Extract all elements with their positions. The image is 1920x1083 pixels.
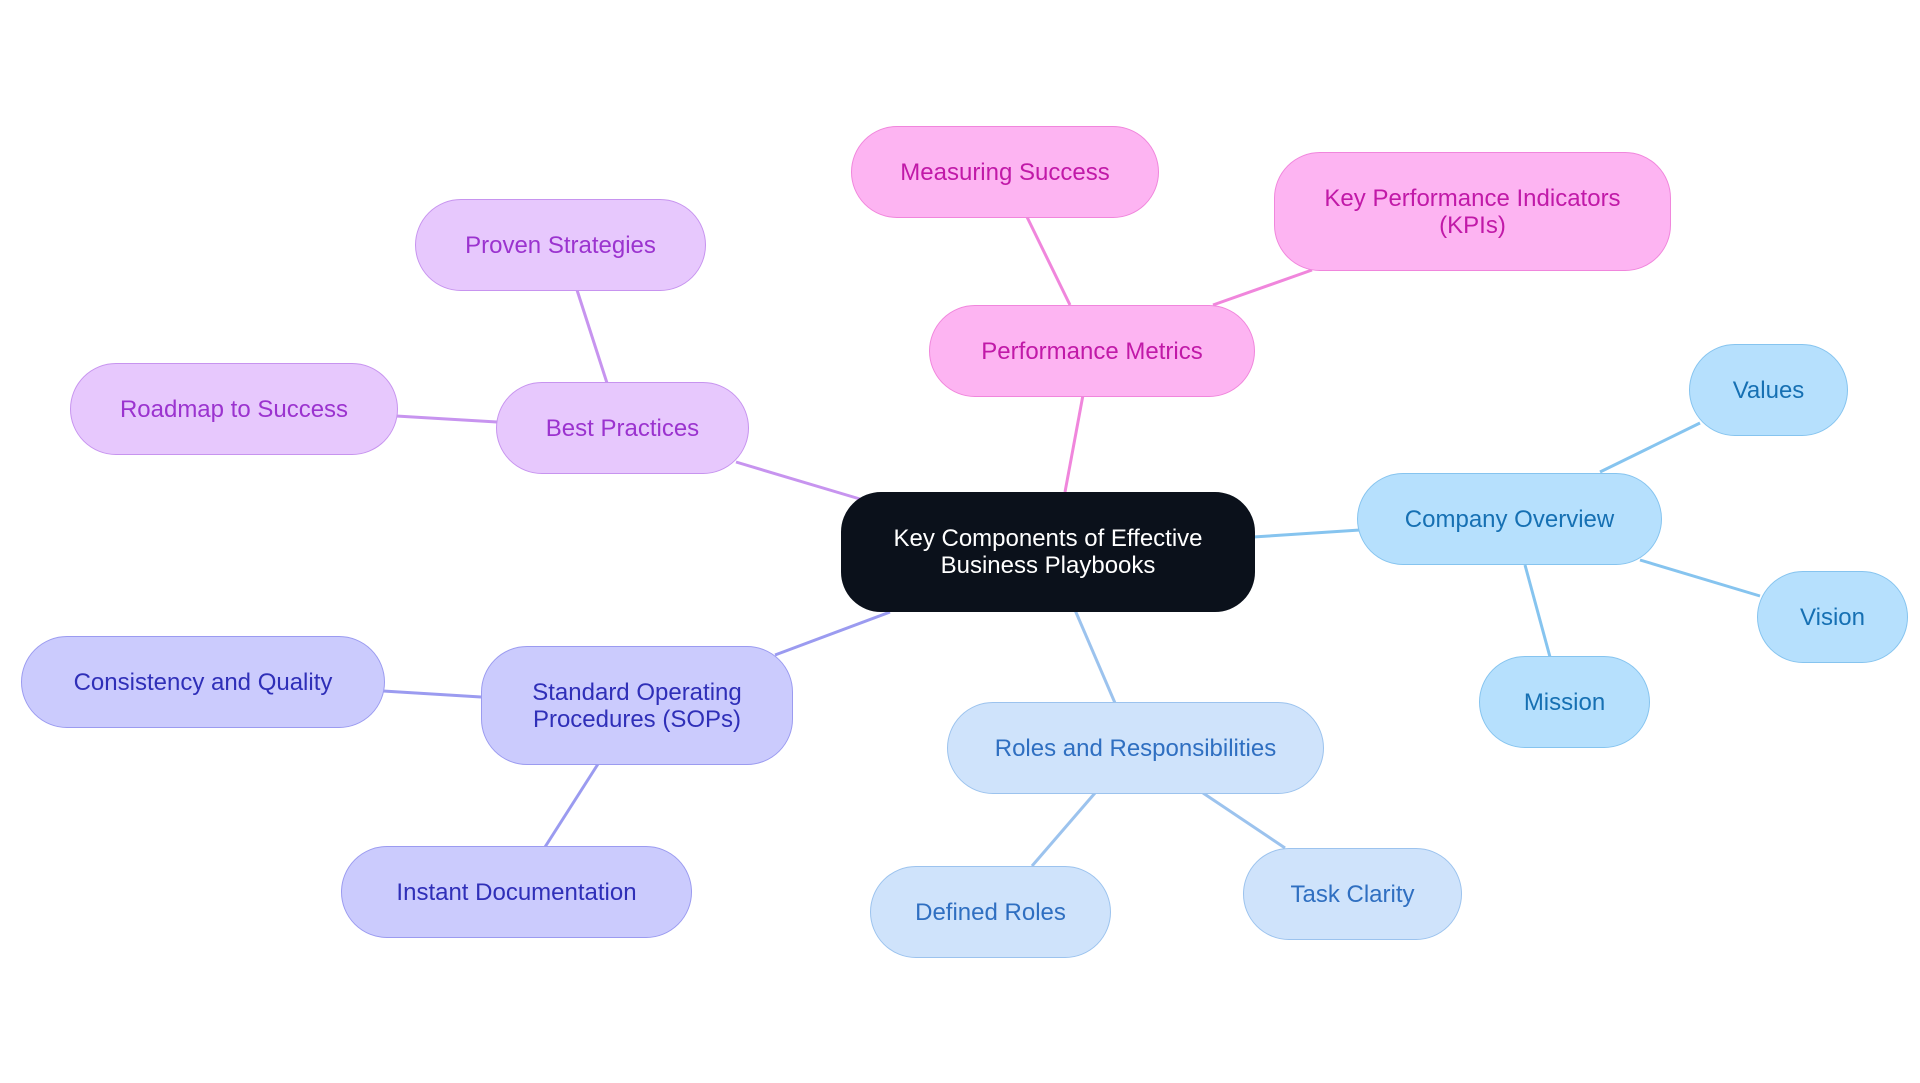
link-root-company xyxy=(1252,528,1361,539)
link-best-roadmap xyxy=(395,414,498,424)
node-consistency-and-quality: Consistency and Quality xyxy=(21,636,385,728)
node-roadmap-to-success: Roadmap to Success xyxy=(70,363,398,455)
node-kpis: Key Performance Indicators (KPIs) xyxy=(1274,152,1671,271)
link-performance-kpis xyxy=(1212,268,1313,307)
node-task-clarity: Task Clarity xyxy=(1243,848,1462,940)
link-root-sops xyxy=(774,610,891,657)
link-best-proven xyxy=(575,289,609,384)
node-proven-strategies: Proven Strategies xyxy=(415,199,706,291)
node-sops: Standard Operating Procedures (SOPs) xyxy=(481,646,793,765)
link-roles-task xyxy=(1202,791,1286,850)
node-values: Values xyxy=(1689,344,1848,436)
node-vision: Vision xyxy=(1757,571,1908,663)
link-company-mission xyxy=(1523,564,1552,658)
link-root-best-practices xyxy=(735,460,871,504)
node-best-practices: Best Practices xyxy=(496,382,749,474)
node-mission: Mission xyxy=(1479,656,1650,748)
node-roles-and-responsibilities: Roles and Responsibilities xyxy=(947,702,1324,794)
link-performance-measuring xyxy=(1025,216,1072,306)
node-performance-metrics: Performance Metrics xyxy=(929,305,1255,397)
root-node: Key Components of Effective Business Pla… xyxy=(841,492,1255,612)
node-company-overview: Company Overview xyxy=(1357,473,1662,565)
node-defined-roles: Defined Roles xyxy=(870,866,1111,958)
link-company-vision xyxy=(1639,558,1761,598)
link-company-values xyxy=(1599,421,1701,474)
link-sops-instant xyxy=(543,763,600,848)
link-root-roles xyxy=(1073,609,1117,704)
node-measuring-success: Measuring Success xyxy=(851,126,1159,218)
node-instant-documentation: Instant Documentation xyxy=(341,846,692,938)
link-sops-consistency xyxy=(382,689,482,699)
link-roles-defined xyxy=(1030,792,1097,867)
link-root-performance xyxy=(1063,394,1085,493)
